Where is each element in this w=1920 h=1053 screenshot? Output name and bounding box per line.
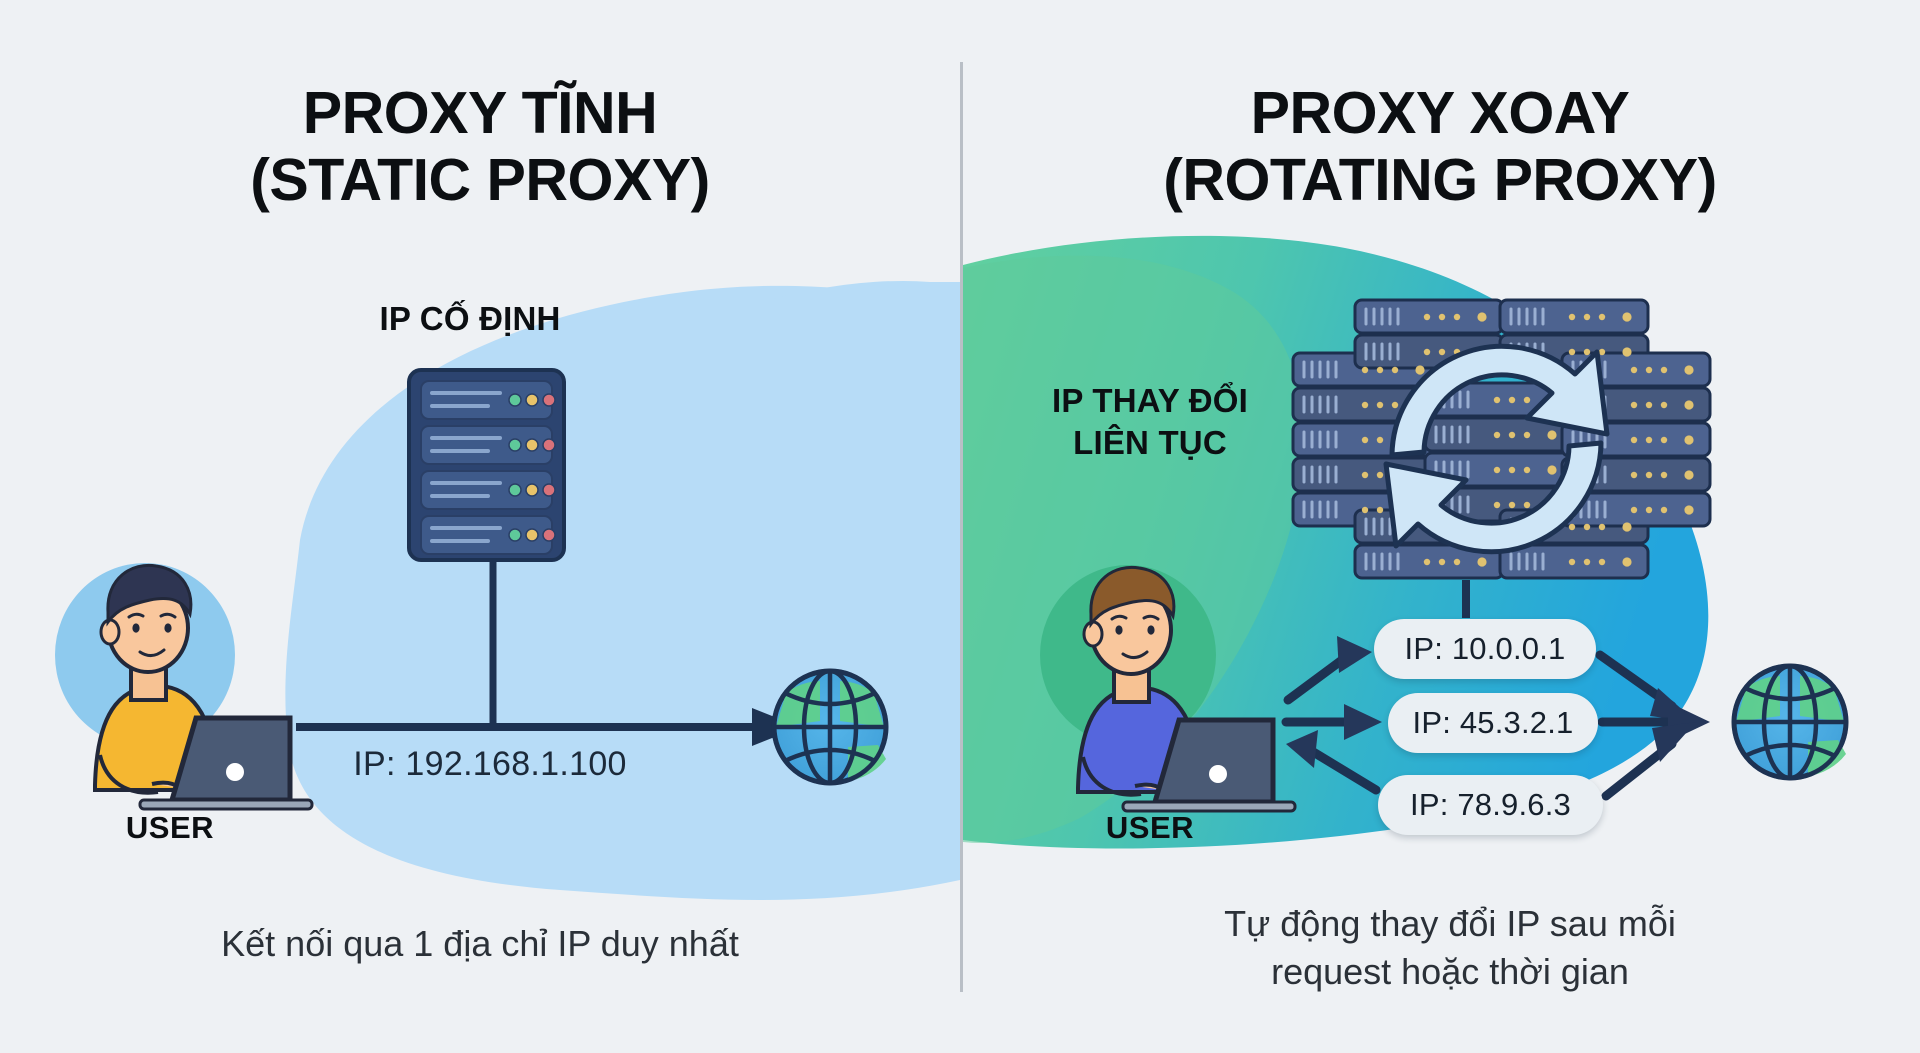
panel-divider [960,62,963,992]
rotating-ip-label: IP THAY ĐỔI LIÊN TỤC [1052,382,1248,462]
rotating-ip-pill: IP: 45.3.2.1 [1388,693,1598,753]
rotating-ip-pill: IP: 10.0.0.1 [1374,619,1596,679]
user-label-right: USER [1105,810,1195,845]
left-server-rack [407,368,566,562]
static-connection-ip-label: IP: 192.168.1.100 [353,745,627,783]
right-user-illustration [1040,565,1297,813]
static-ip-label: IP CỐ ĐỊNH [379,300,561,337]
right-connection-lines [1281,580,1710,801]
left-user-illustration [55,563,314,811]
left-background-blob [285,280,960,901]
right-globe-icon [1731,663,1849,781]
user-label-left: USER [125,810,215,845]
rotate-arrows-icon [1383,343,1610,555]
page-title-rotating-proxy: PROXY XOAY (ROTATING PROXY) [1163,80,1717,214]
rotating-ip-pill: IP: 78.9.6.3 [1378,775,1603,835]
left-globe-icon [771,668,889,786]
caption-rotating-proxy: Tự động thay đổi IP sau mỗi request hoặc… [1224,903,1676,992]
page-title-static-proxy: PROXY TĨNH (STATIC PROXY) [250,80,710,214]
caption-static-proxy: Kết nối qua 1 địa chỉ IP duy nhất [221,923,739,964]
